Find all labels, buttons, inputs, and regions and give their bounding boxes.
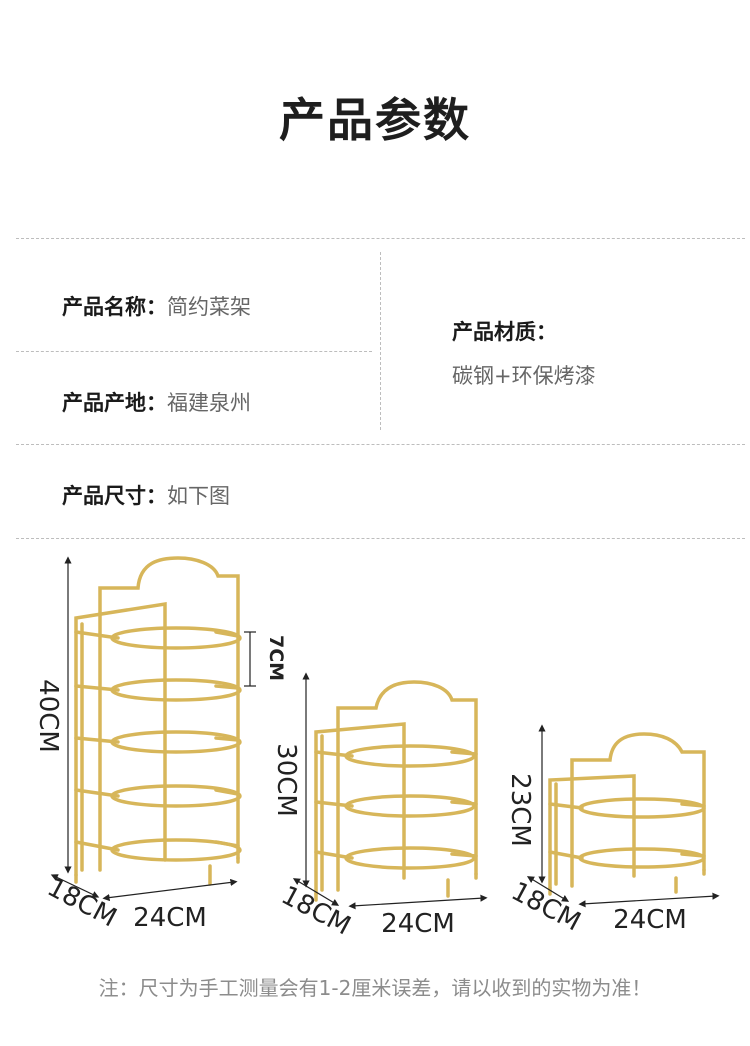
rack-small-height-label: 23CM [505,773,535,847]
spec-name: 产品名称：简约菜架 [62,291,251,321]
divider [16,351,372,352]
rack-medium-dimensions [292,672,488,910]
rack-large-height-label: 40CM [33,679,63,753]
rack-medium-width-label: 24CM [381,909,455,939]
divider [16,238,745,239]
spec-origin: 产品产地：福建泉州 [62,387,251,417]
divider [380,252,381,430]
spec-origin-value: 福建泉州 [167,391,251,415]
page-title: 产品参数 [279,93,471,147]
rack-large-illustration [74,556,242,886]
spec-size-value: 如下图 [167,484,230,508]
rack-small-illustration [548,732,706,896]
rack-large-width-label: 24CM [133,903,207,933]
product-dimension-illustration: 40CM 7CM 18CM 24CM 30CM 18CM 24CM 23CM [33,556,720,941]
rack-small-dimensions [526,724,720,908]
spec-size: 产品尺寸：如下图 [62,480,230,510]
spec-name-label: 产品名称： [62,295,167,319]
rack-large-depth-label: 18CM [42,872,121,933]
rack-large-dimensions [50,556,256,902]
rack-small-width-label: 24CM [613,905,687,935]
spec-material-value: 碳钢+环保烤漆 [452,364,596,388]
disclaimer-note: 注：尺寸为手工测量会有1-2厘米误差，请以收到的实物为准！ [98,976,652,1000]
spec-size-label: 产品尺寸： [62,484,167,508]
divider [16,538,745,539]
divider [16,444,745,445]
spec-origin-label: 产品产地： [62,391,167,415]
rack-medium-height-label: 30CM [271,743,301,817]
rack-medium-illustration [314,680,478,902]
spec-name-value: 简约菜架 [167,295,251,319]
spec-material-label: 产品材质： [452,320,557,344]
rack-large-tier-gap-label: 7CM [265,635,287,681]
